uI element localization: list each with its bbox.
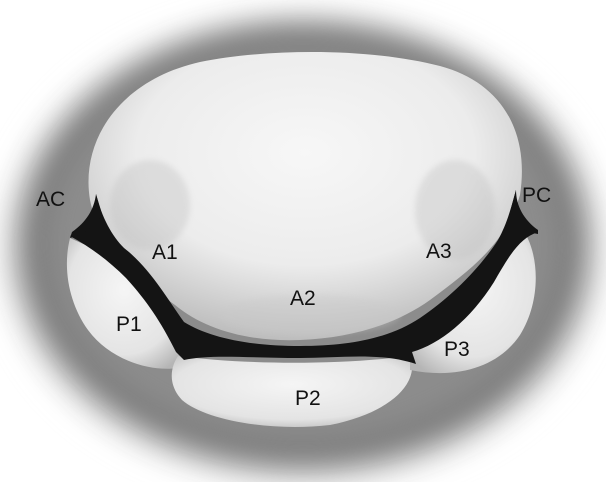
label-p1: P1 bbox=[116, 314, 142, 335]
label-a1: A1 bbox=[152, 242, 178, 263]
label-p2: P2 bbox=[295, 388, 321, 409]
label-a2: A2 bbox=[290, 288, 316, 309]
label-p3: P3 bbox=[444, 339, 470, 360]
label-pc: PC bbox=[522, 185, 551, 206]
label-a3: A3 bbox=[426, 241, 452, 262]
label-ac: AC bbox=[36, 189, 65, 210]
